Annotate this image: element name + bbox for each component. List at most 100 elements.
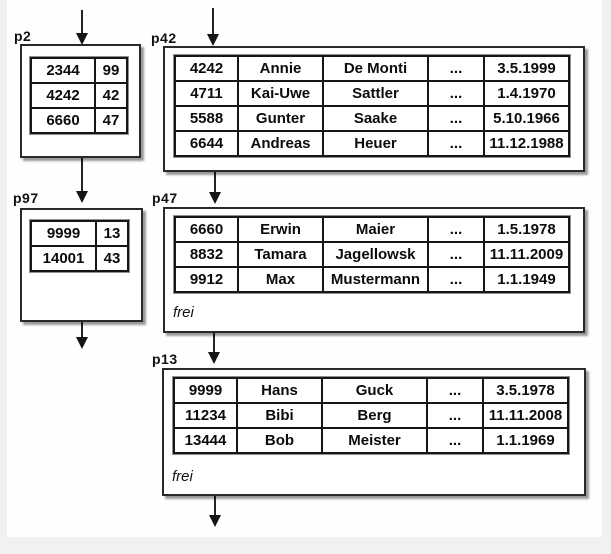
table-cell: 11.12.1988 <box>483 130 570 157</box>
table-row: 14001 43 <box>30 245 129 272</box>
table-cell: ... <box>427 266 485 293</box>
table-cell: Jagellowsk <box>322 241 429 268</box>
table-cell: 1.4.1970 <box>483 80 570 107</box>
node-p97-label: p97 <box>13 190 39 206</box>
arrow-into-p2-head <box>76 33 88 45</box>
table-row: 8832 Tamara Jagellowsk ... 11.11.2009 <box>174 241 570 268</box>
node-p42-table: 4242 Annie De Monti ... 3.5.1999 4711 Ka… <box>173 54 571 158</box>
table-cell: 42 <box>94 82 128 109</box>
table-cell: Bob <box>236 427 323 454</box>
table-cell: Andreas <box>237 130 324 157</box>
table-cell: Meister <box>321 427 428 454</box>
table-row: 4242 42 <box>30 82 128 109</box>
arrow-p47-to-p13-head <box>208 352 220 364</box>
table-cell: De Monti <box>322 55 429 82</box>
table-cell: 47 <box>94 107 128 134</box>
arrow-p97-out-head <box>76 337 88 349</box>
table-cell: Annie <box>237 55 324 82</box>
table-row: 2344 99 <box>30 57 128 84</box>
arrow-p47-to-p13-line <box>213 333 215 352</box>
arrow-p13-out-head <box>209 515 221 527</box>
table-row: 9912 Max Mustermann ... 1.1.1949 <box>174 266 570 293</box>
table-row: 6660 Erwin Maier ... 1.5.1978 <box>174 216 570 243</box>
arrow-into-p42-line <box>212 8 214 34</box>
table-row: 9999 Hans Guck ... 3.5.1978 <box>173 377 569 404</box>
table-cell: ... <box>426 377 484 404</box>
table-cell: ... <box>427 241 485 268</box>
table-cell: 99 <box>94 57 128 84</box>
arrow-p2-to-p97-head <box>76 191 88 203</box>
table-cell: 43 <box>95 245 129 272</box>
arrow-p42-to-p47-line <box>214 172 216 192</box>
table-cell: ... <box>427 105 485 132</box>
table-row: 4242 Annie De Monti ... 3.5.1999 <box>174 55 570 82</box>
table-cell: 1.1.1949 <box>483 266 570 293</box>
table-cell: 13444 <box>173 427 238 454</box>
table-cell: 3.5.1999 <box>483 55 570 82</box>
table-cell: Guck <box>321 377 428 404</box>
node-p97-table: 9999 13 14001 43 <box>29 219 130 273</box>
table-cell: 11234 <box>173 402 238 429</box>
table-cell: Sattler <box>322 80 429 107</box>
table-cell: 9912 <box>174 266 239 293</box>
table-cell: Saake <box>322 105 429 132</box>
table-row: 9999 13 <box>30 220 129 247</box>
table-cell: Mustermann <box>322 266 429 293</box>
table-cell: 4242 <box>30 82 96 109</box>
table-cell: Maier <box>322 216 429 243</box>
table-cell: 13 <box>95 220 129 247</box>
table-cell: 9999 <box>30 220 97 247</box>
arrow-p2-to-p97-line <box>81 158 83 191</box>
table-cell: 11.11.2009 <box>483 241 570 268</box>
node-p2-label: p2 <box>14 28 32 44</box>
node-p47-table: 6660 Erwin Maier ... 1.5.1978 8832 Tamar… <box>173 215 571 294</box>
table-cell: Heuer <box>322 130 429 157</box>
arrow-into-p42-head <box>207 34 219 46</box>
arrow-p97-out-line <box>81 322 83 337</box>
table-row: 11234 Bibi Berg ... 11.11.2008 <box>173 402 569 429</box>
table-row: 5588 Gunter Saake ... 5.10.1966 <box>174 105 570 132</box>
arrow-into-p2-line <box>81 10 83 33</box>
table-cell: 4242 <box>174 55 239 82</box>
table-cell: 1.5.1978 <box>483 216 570 243</box>
table-row: 13444 Bob Meister ... 1.1.1969 <box>173 427 569 454</box>
node-p2-table: 2344 99 4242 42 6660 47 <box>29 56 129 135</box>
table-cell: ... <box>427 130 485 157</box>
table-cell: Erwin <box>237 216 324 243</box>
table-cell: ... <box>426 402 484 429</box>
table-row: 4711 Kai-Uwe Sattler ... 1.4.1970 <box>174 80 570 107</box>
table-cell: Max <box>237 266 324 293</box>
table-cell: 2344 <box>30 57 96 84</box>
node-p42-label: p42 <box>151 30 177 46</box>
table-cell: 3.5.1978 <box>482 377 569 404</box>
table-cell: 14001 <box>30 245 97 272</box>
table-cell: 11.11.2008 <box>482 402 569 429</box>
node-p13-label: p13 <box>152 351 178 367</box>
table-cell: Kai-Uwe <box>237 80 324 107</box>
table-cell: 1.1.1969 <box>482 427 569 454</box>
free-space-label-p47: frei <box>173 304 194 321</box>
table-row: 6660 47 <box>30 107 128 134</box>
node-p13-table: 9999 Hans Guck ... 3.5.1978 11234 Bibi B… <box>172 376 570 455</box>
table-cell: 6644 <box>174 130 239 157</box>
table-cell: ... <box>427 55 485 82</box>
table-cell: 4711 <box>174 80 239 107</box>
free-space-label-p13: frei <box>172 468 193 485</box>
table-cell: 5588 <box>174 105 239 132</box>
arrow-p13-out-line <box>214 494 216 515</box>
table-cell: ... <box>427 80 485 107</box>
table-cell: Bibi <box>236 402 323 429</box>
table-cell: 6660 <box>30 107 96 134</box>
table-cell: ... <box>427 216 485 243</box>
table-cell: Tamara <box>237 241 324 268</box>
table-cell: 9999 <box>173 377 238 404</box>
node-p47-label: p47 <box>152 190 178 206</box>
table-cell: 5.10.1966 <box>483 105 570 132</box>
table-cell: Gunter <box>237 105 324 132</box>
table-cell: 8832 <box>174 241 239 268</box>
table-cell: 6660 <box>174 216 239 243</box>
table-row: 6644 Andreas Heuer ... 11.12.1988 <box>174 130 570 157</box>
arrow-p42-to-p47-head <box>209 192 221 204</box>
table-cell: ... <box>426 427 484 454</box>
